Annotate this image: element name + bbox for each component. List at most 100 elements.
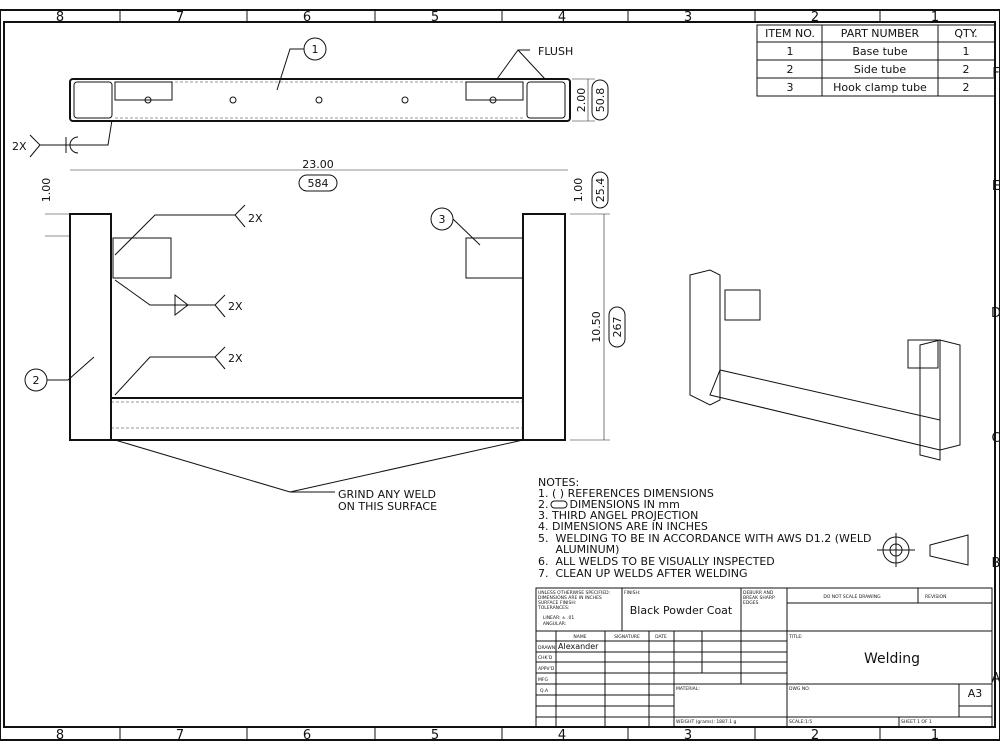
drawing-line [114,439,335,493]
drawing-line [29,134,41,158]
bom-header: PART NUMBER [841,27,920,40]
label: LINEAR: ± .01 [540,615,574,621]
label: 5 [431,728,439,743]
drawing-line [919,339,941,461]
label: 1 [931,10,939,25]
drawing-line [234,204,246,228]
drawing-line [69,213,112,441]
drawing-line [496,49,530,80]
drawing-line [69,78,571,122]
drawing-line [535,587,993,728]
label: 1.00 [40,178,53,203]
label: 2.00 [575,88,588,113]
drawing-line [315,96,323,104]
drawing-line [69,136,79,154]
drawing-line [591,79,609,121]
label: 6 [303,728,311,743]
drawing-line [229,96,237,104]
bom-header: ITEM NO. [765,27,815,40]
finish-value: Black Powder Coat [630,604,733,617]
label: 1 [787,45,794,58]
label: 1 [312,43,319,56]
drawing-line [144,96,152,104]
label: APPV'D [538,666,555,672]
label: SHEET 1 OF 1 [901,719,932,725]
label: 3 [439,213,446,226]
label: WEIGHT (grams): 1887.1 g [676,719,736,725]
drawing-line [298,174,338,192]
label: UNLESS OTHERWISE SPECIFIED: [538,590,610,596]
label: 2 [963,63,970,76]
label: 6 [303,10,311,25]
label: DRAWN [538,645,555,651]
label: 8 [56,728,64,743]
drawing-line [114,214,235,256]
label: C [991,431,1000,446]
label: 2X [228,300,243,313]
label: 2 [811,728,819,743]
label: 267 [611,317,624,338]
label: 50.8 [594,88,607,113]
label: Hook clamp tube [833,81,927,94]
drawing-line [40,119,113,146]
label: NAME [573,634,586,640]
label: ALUMINUM) [538,543,619,556]
label: MFG [538,677,548,683]
drawing-line [452,218,481,246]
label: 3 [684,10,692,25]
label: 2X [248,212,263,225]
drawing-line [289,439,524,493]
label: TOLERANCES: [537,605,569,611]
label: F [992,66,999,81]
drawing-line [526,81,566,119]
drawn-by: Alexander [558,642,599,651]
label: SIGNATURE [614,634,640,640]
label: SCALE:1:5 [789,719,812,725]
drawing-line [724,289,761,321]
label: 2 [963,81,970,94]
top-view: 1 FLUSH 2X 2.00 50.8 [12,37,609,158]
drawing-line [608,306,626,348]
label: DIMENSIONS ARE IN INCHES [538,595,602,601]
drawing-line [47,356,95,381]
label: Base tube [852,45,908,58]
label: 584 [308,177,329,190]
drawing-title: Welding [864,651,920,667]
label: DO NOT SCALE DRAWING [823,594,881,600]
label: 4. DIMENSIONS ARE IN INCHES [538,520,708,533]
drawing-line [550,500,568,509]
label: 2X [12,140,27,153]
label: FLUSH [538,45,573,58]
label: 2 [811,10,819,25]
label: 6. ALL WELDS TO BE VISUALLY INSPECTED [538,555,775,568]
label: FINISH: [624,590,640,596]
label: 1. ( ) REFERENCES DIMENSIONS [538,487,714,500]
label: 2 [787,63,794,76]
label: EDGES [743,600,759,606]
drawing-line [929,534,969,566]
label: BREAK SHARP [743,595,775,601]
outer-border [0,9,1000,741]
label: A [992,671,1000,686]
drawing-line [517,49,546,80]
label: 7. CLEAN UP WELDS AFTER WELDING [538,567,747,580]
drawing-line [465,237,524,279]
label: 3 [787,81,794,94]
label: D [991,306,1000,321]
label: GRIND ANY WELD [338,488,436,501]
label: 1 [963,45,970,58]
label: ANGULAR: [540,621,566,627]
label: 3. THIRD ANGEL PROJECTION [538,509,698,522]
label: B [992,556,1000,571]
drawing-line [174,293,189,317]
drawing-line [214,346,226,370]
label: DEBURR AND [743,590,774,596]
drawing-line [709,369,941,451]
label: Side tube [854,63,907,76]
label: DWG NO. [789,686,810,692]
drawing-line [522,213,566,441]
label: 10.50 [590,311,603,343]
